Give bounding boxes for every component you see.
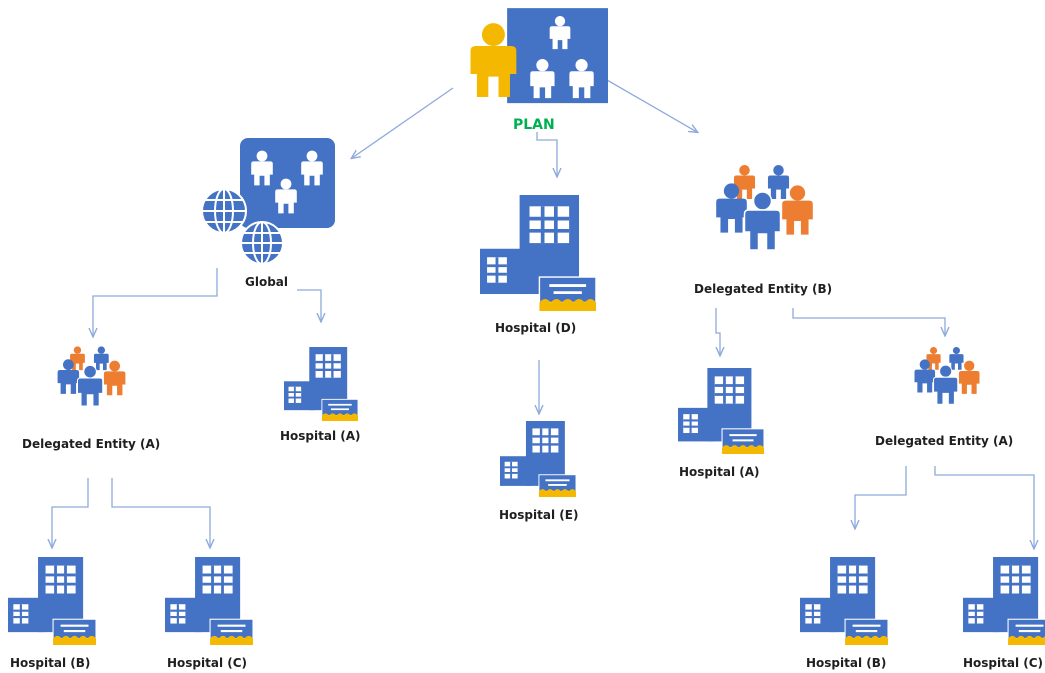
hospital-building-icon	[284, 345, 358, 423]
connector-plan-delegated-b	[606, 79, 697, 132]
connector-delegated-a-hospital-c	[111, 478, 210, 547]
global-organization-icon	[202, 138, 335, 264]
delegated-entity-a-label: Delegated Entity (A)	[22, 437, 161, 451]
hospital-building-icon	[500, 420, 576, 498]
connector-global-delegated-a	[93, 268, 218, 336]
plan-organization-icon	[471, 8, 608, 103]
hospital-a-label: Hospital (A)	[280, 429, 361, 443]
group-people-icon	[914, 347, 979, 404]
hospital-building-icon	[963, 555, 1045, 647]
connector-delegated-a-hospital-b	[52, 478, 89, 547]
connectors	[52, 79, 1034, 548]
plan-label: PLAN	[513, 117, 555, 133]
hospital-d-label: Hospital (D)	[495, 321, 577, 335]
connector-plan-hospital-d	[536, 132, 557, 176]
group-people-icon	[58, 346, 126, 406]
hospital-e-label: Hospital (E)	[499, 508, 579, 522]
hospital-b-label: Hospital (B)	[806, 656, 887, 670]
delegated-entity-a-label: Delegated Entity (A)	[875, 434, 1014, 448]
hospital-building-icon	[678, 366, 764, 456]
connector-global-hospital-a	[297, 289, 321, 321]
connector-delegated-b-delegated-a	[792, 308, 945, 335]
hospital-building-icon	[165, 555, 253, 647]
hospital-b-label: Hospital (B)	[10, 656, 91, 670]
connector-delegated-a2-hospital-c	[934, 466, 1034, 548]
group-people-icon	[716, 165, 813, 250]
hospital-c-label: Hospital (C)	[167, 656, 248, 670]
delegated-entity-b-label: Delegated Entity (B)	[694, 282, 833, 296]
hospital-a-label: Hospital (A)	[679, 465, 760, 479]
global-label: Global	[245, 275, 289, 289]
hospital-c-label: Hospital (C)	[963, 656, 1044, 670]
hospital-building-icon	[480, 195, 596, 311]
hospital-building-icon	[800, 555, 888, 647]
hospital-building-icon	[8, 555, 96, 647]
connector-delegated-a2-hospital-b	[855, 466, 907, 528]
connector-plan-global	[352, 87, 454, 158]
connector-delegated-b-hospital-a	[715, 308, 720, 355]
